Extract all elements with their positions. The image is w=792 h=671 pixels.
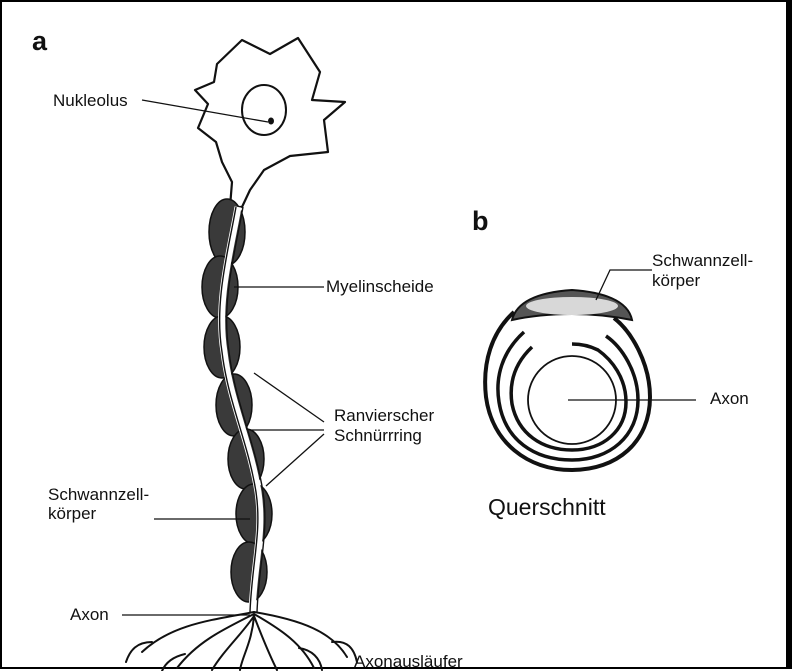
label-schwann-a-line2: körper [48,505,96,523]
label-schwann-b-line2: körper [652,272,700,290]
label-node-line1: Ranvierscher [334,407,434,425]
label-myelin-sheath: Myelinscheide [326,278,434,296]
nucleolus [268,118,274,125]
cross-section [485,312,650,470]
label-nucleolus: Nukleolus [53,92,128,110]
axon-terminals [126,612,357,671]
caption-cross-section: Querschnitt [488,498,606,516]
label-schwann-b-line1: Schwannzell- [652,252,753,270]
panel-b-letter: b [472,212,489,230]
label-axon-b: Axon [710,390,749,408]
nucleus [242,85,286,135]
label-node-line2: Schnürrring [334,427,422,445]
label-axon-terminals: Axonausläufer [354,653,463,671]
panel-a-letter: a [32,32,47,50]
label-schwann-a-line1: Schwannzell- [48,486,149,504]
label-axon-a: Axon [70,606,109,624]
